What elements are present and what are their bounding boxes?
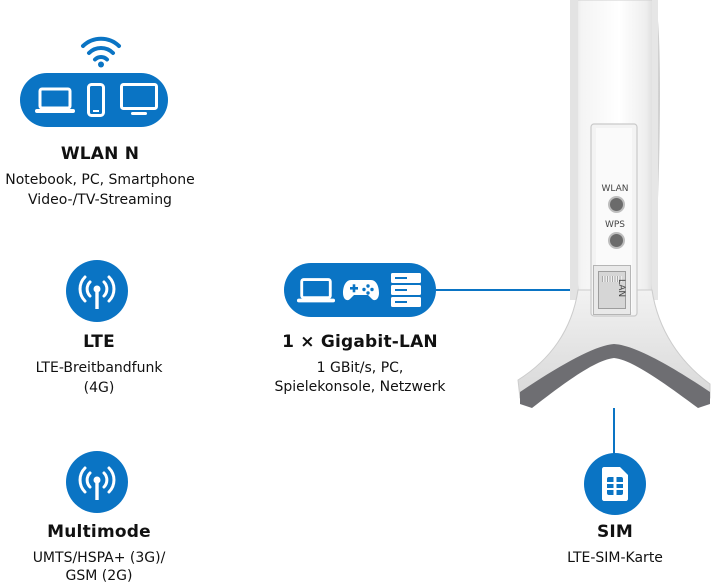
lan-port: [593, 265, 631, 315]
wlan-button[interactable]: [608, 196, 625, 213]
sim-card-icon: [602, 467, 628, 501]
lan-port-pins: [602, 276, 622, 282]
multimode-line1: UMTS/HSPA+ (3G)/: [32, 550, 166, 566]
multimode-line2: GSM (2G): [65, 568, 133, 584]
wps-button-label: WPS: [604, 220, 626, 230]
laptop-icon: [296, 278, 336, 303]
lan-connector-line: [436, 289, 596, 291]
lan-devices-pill: [284, 263, 436, 317]
wps-button[interactable]: [608, 232, 625, 249]
wlan-button-label: WLAN: [601, 184, 629, 194]
lan-port-socket: [598, 271, 626, 309]
sim-line1: LTE-SIM-Karte: [567, 550, 663, 566]
wlan-line1: Notebook, PC, Smartphone: [5, 172, 195, 188]
lan-title: 1 × Gigabit-LAN: [282, 332, 438, 352]
monitor-icon: [120, 83, 158, 115]
sim-circle: [584, 453, 646, 515]
lte-line1: LTE-Breitbandfunk: [35, 360, 163, 376]
multimode-antenna-circle: [66, 451, 128, 513]
lte-antenna-circle: [66, 260, 128, 322]
gamepad-icon: [343, 280, 379, 301]
server-icon: [391, 273, 421, 307]
sim-connector-line: [613, 408, 615, 456]
lte-title: LTE: [83, 332, 115, 352]
wlan-devices-pill: [20, 73, 168, 127]
wlan-line2: Video-/TV-Streaming: [28, 192, 172, 208]
lan-line1: 1 GBit/s, PC,: [316, 360, 404, 376]
laptop-icon: [35, 87, 75, 113]
lan-line2: Spielekonsole, Netzwerk: [274, 379, 446, 395]
sim-title: SIM: [596, 522, 634, 542]
wlan-title: WLAN N: [60, 144, 140, 164]
lan-port-label: LAN: [616, 279, 626, 298]
wifi-icon: [81, 36, 121, 68]
lte-line2: (4G): [83, 380, 115, 396]
smartphone-icon: [87, 83, 105, 117]
antenna-icon: [78, 275, 116, 309]
antenna-icon: [78, 466, 116, 500]
multimode-title: Multimode: [47, 522, 151, 542]
